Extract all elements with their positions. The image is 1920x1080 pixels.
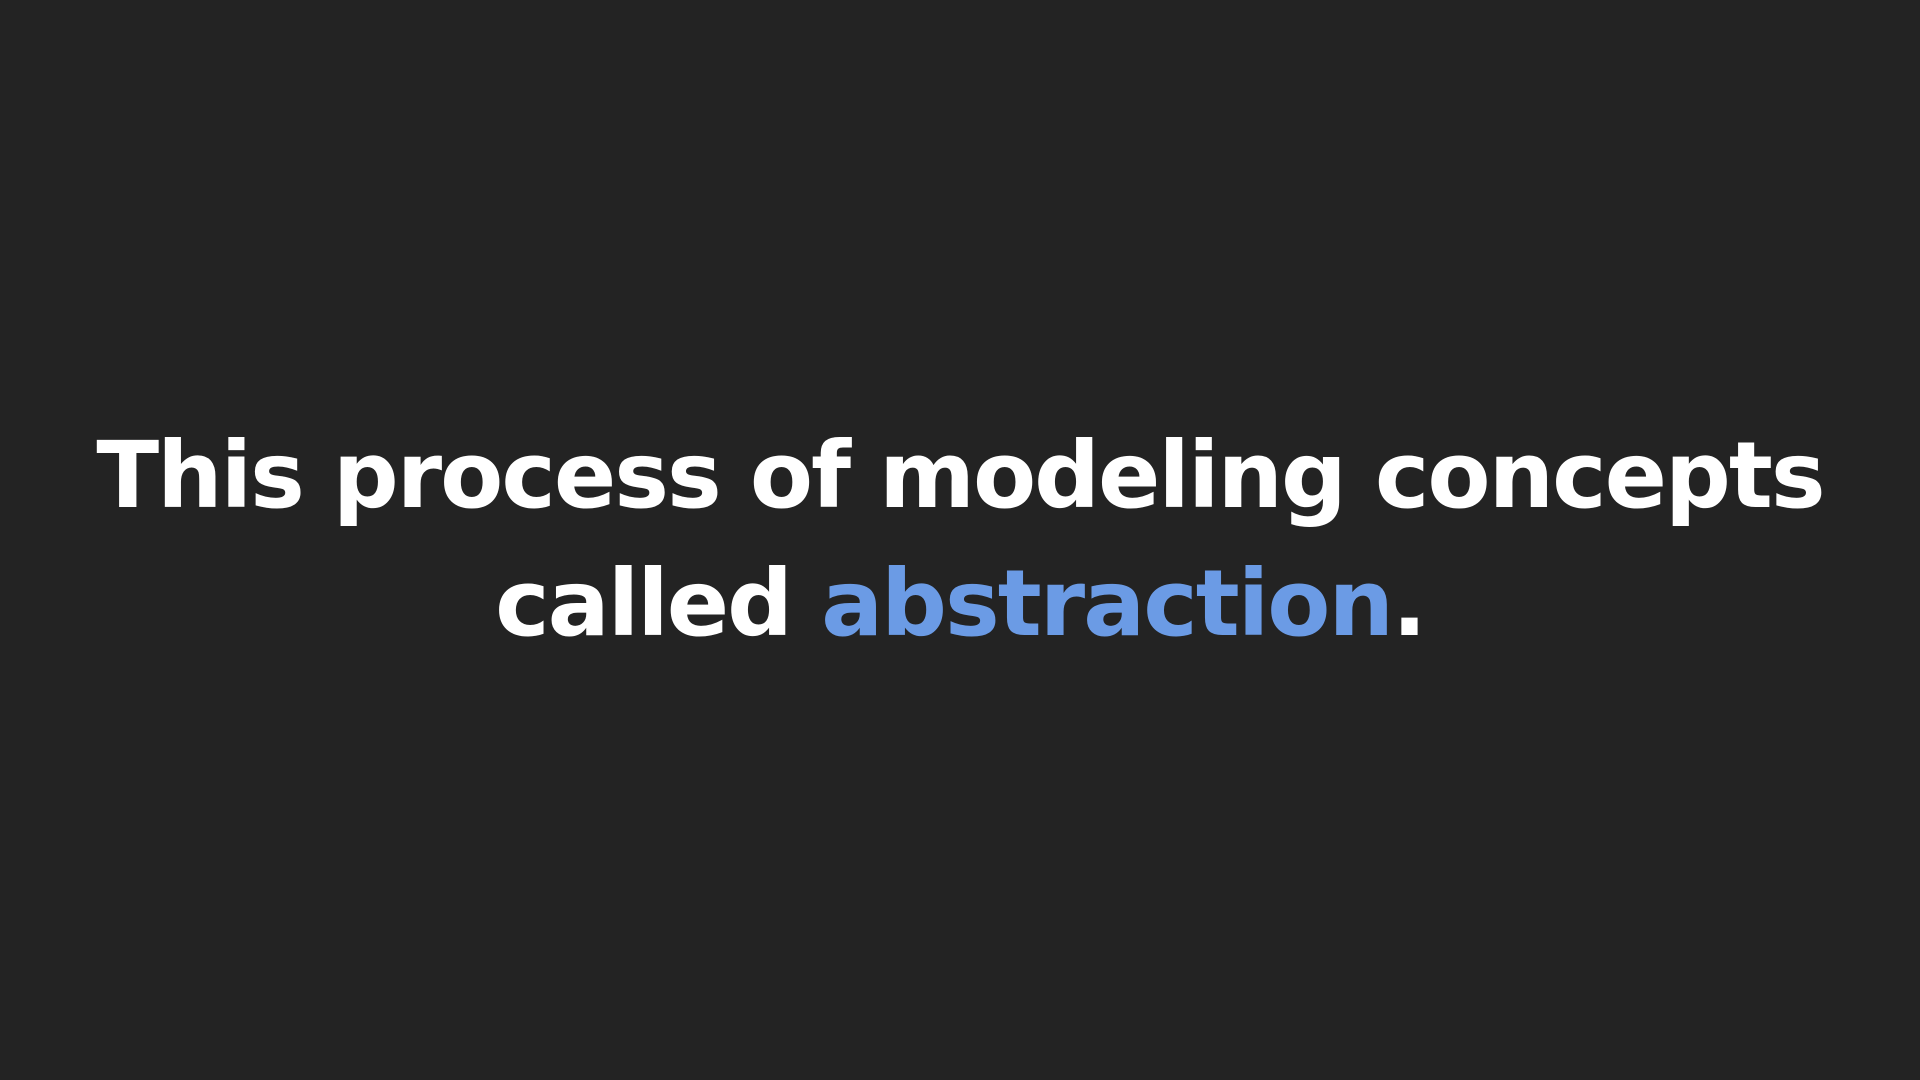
statement-line-1: This process of modeling concepts	[96, 422, 1825, 529]
statement-line-3: called abstraction.	[60, 540, 1860, 668]
slide-statement: This process of modeling concepts called…	[60, 412, 1860, 668]
statement-period: .	[1391, 550, 1427, 657]
highlighted-term: abstraction	[821, 550, 1394, 657]
statement-line-3-prefix: called	[495, 550, 822, 657]
